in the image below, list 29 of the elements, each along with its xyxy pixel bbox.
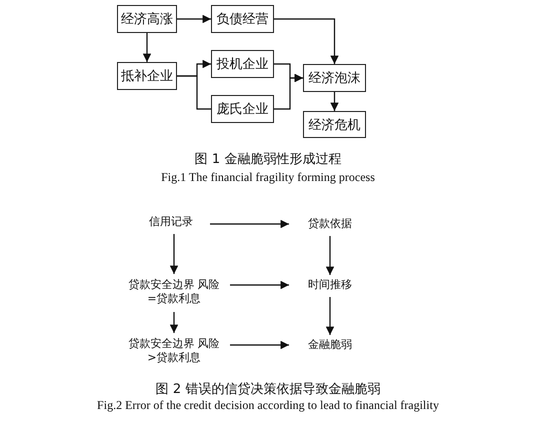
arrow bbox=[274, 18, 339, 64]
flow-text: 金融脆弱 bbox=[297, 337, 363, 353]
flow-text: 贷款依据 bbox=[297, 216, 363, 232]
arrow bbox=[274, 74, 303, 110]
process-box: 抵补企业 bbox=[117, 62, 177, 90]
arrow bbox=[326, 297, 334, 335]
figure-caption: 图 1 金融脆弱性形成过程 bbox=[194, 151, 342, 168]
process-box: 庞氏企业 bbox=[211, 95, 274, 123]
process-box: 负债经营 bbox=[211, 5, 274, 33]
flow-text: 贷款安全边界 风险>贷款利息 bbox=[124, 335, 224, 367]
flow-text: 贷款安全边界 风险=贷款利息 bbox=[124, 276, 224, 308]
flow-text: 信用记录 bbox=[138, 214, 204, 230]
arrow bbox=[210, 220, 289, 228]
figure-caption: Fig.1 The financial fragility forming process bbox=[161, 170, 375, 185]
figure-caption: Fig.2 Error of the credit decision according to lead to financial fragility bbox=[97, 398, 439, 413]
arrow bbox=[230, 280, 289, 290]
process-box: 经济高涨 bbox=[117, 5, 177, 33]
arrow bbox=[170, 312, 178, 333]
arrow bbox=[330, 92, 339, 111]
arrow bbox=[326, 236, 334, 275]
process-box: 经济危机 bbox=[303, 111, 366, 138]
process-box: 投机企业 bbox=[211, 50, 274, 78]
arrow bbox=[170, 234, 178, 274]
arrow bbox=[142, 33, 152, 62]
arrow bbox=[230, 340, 289, 350]
flow-text: 时间推移 bbox=[297, 277, 363, 293]
figure-caption: 图 2 错误的信贷决策依据导致金融脆弱 bbox=[156, 381, 380, 398]
process-box: 经济泡沫 bbox=[303, 64, 366, 92]
arrow bbox=[177, 14, 211, 24]
